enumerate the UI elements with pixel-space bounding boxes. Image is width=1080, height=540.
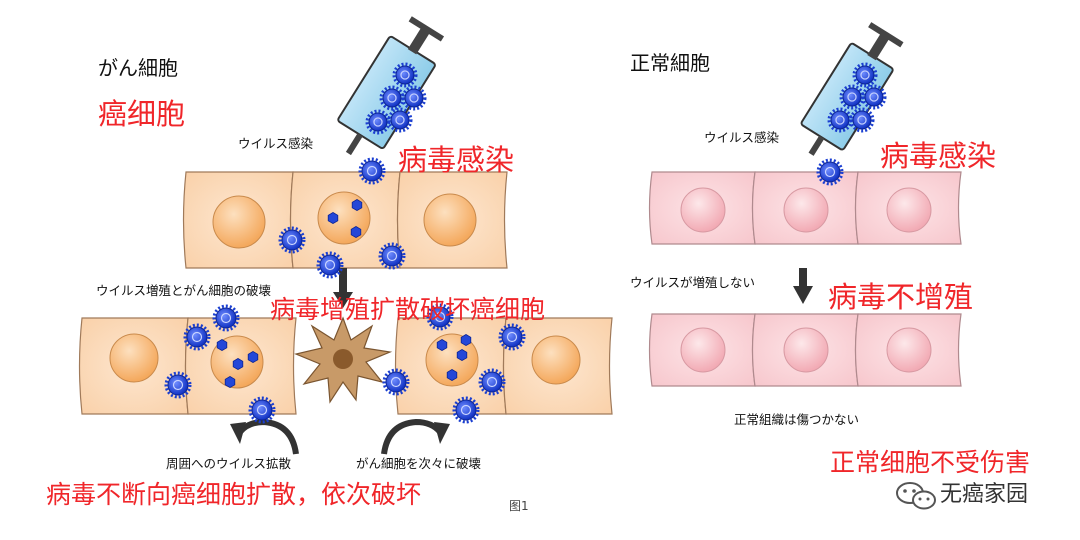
wechat-logo-icon bbox=[896, 482, 936, 510]
spread-label-jp: 周囲へのウイルス拡散 bbox=[166, 456, 292, 471]
virus-particle-icon bbox=[816, 158, 844, 186]
normal-cell bbox=[648, 171, 756, 245]
virus-particle-icon bbox=[852, 62, 878, 88]
cancer-cells-top-row bbox=[182, 171, 508, 269]
virus-particle-icon bbox=[401, 85, 427, 111]
normal-cell bbox=[648, 313, 756, 387]
cancer-cell bbox=[78, 317, 189, 415]
virus-particle-icon bbox=[351, 199, 363, 211]
normal-cells-top-row bbox=[648, 171, 962, 245]
virus-particle-icon bbox=[378, 242, 406, 270]
normal-infection-label-cn: 病毒感染 bbox=[880, 139, 997, 173]
virus-particle-icon bbox=[316, 251, 344, 279]
cancer-cell-title-jp: がん細胞 bbox=[98, 56, 178, 80]
no-proliferation-label-cn: 病毒不增殖 bbox=[828, 280, 974, 314]
virus-particle-icon bbox=[498, 323, 526, 351]
virus-particle-icon bbox=[849, 107, 875, 133]
normal-cell bbox=[751, 313, 859, 387]
normal-cell bbox=[751, 171, 859, 245]
no-proliferation-label-jp: ウイルスが増殖しない bbox=[630, 275, 756, 290]
virus-particle-icon bbox=[248, 396, 276, 424]
virus-particle-icon bbox=[379, 85, 405, 111]
curved-arrow-icon bbox=[230, 418, 299, 455]
destroy-label-jp: がん細胞を次々に破壊 bbox=[356, 456, 482, 471]
cancer-cell bbox=[182, 171, 294, 269]
down-arrow-icon bbox=[333, 268, 353, 308]
virus-particle-icon bbox=[327, 212, 339, 224]
virus-particle-icon bbox=[216, 339, 228, 351]
virus-particle-icon bbox=[861, 84, 887, 110]
virus-particle-icon bbox=[164, 371, 192, 399]
down-arrow-icon bbox=[793, 268, 813, 304]
virus-particle-icon bbox=[436, 339, 448, 351]
virus-particle-icon bbox=[358, 157, 386, 185]
virus-infection-label-cn: 病毒感染 bbox=[398, 143, 515, 177]
virus-particle-icon bbox=[827, 107, 853, 133]
virus-particle-icon bbox=[212, 304, 240, 332]
virus-particle-icon bbox=[232, 358, 244, 370]
normal-cell bbox=[854, 313, 962, 387]
watermark-text: 无癌家园 bbox=[940, 482, 1029, 507]
virus-infection-label-jp: ウイルス感染 bbox=[238, 136, 314, 151]
virus-particle-icon bbox=[350, 226, 362, 238]
virus-particle-icon bbox=[426, 303, 454, 331]
virus-particle-icon bbox=[247, 351, 259, 363]
virus-particle-icon bbox=[224, 376, 236, 388]
virus-particle-icon bbox=[839, 84, 865, 110]
bottom-summary-cn: 病毒不断向癌细胞扩散，依次破坏 bbox=[46, 480, 422, 509]
cancer-cell bbox=[502, 317, 613, 415]
unharmed-label-cn: 正常细胞不受伤害 bbox=[830, 448, 1031, 477]
curved-arrow-icon bbox=[381, 418, 450, 455]
normal-infection-label-jp: ウイルス感染 bbox=[704, 130, 780, 145]
virus-particle-icon bbox=[382, 368, 410, 396]
virus-particle-icon bbox=[446, 369, 458, 381]
normal-cells-bottom-row bbox=[648, 313, 962, 387]
virus-particle-icon bbox=[456, 349, 468, 361]
virus-particle-icon bbox=[452, 396, 480, 424]
virus-particle-icon bbox=[478, 368, 506, 396]
virus-particle-icon bbox=[392, 62, 418, 88]
virus-particle-icon bbox=[460, 334, 472, 346]
virus-particle-icon bbox=[183, 323, 211, 351]
figure-label: 图1 bbox=[509, 499, 529, 513]
proliferation-label-cn: 病毒增殖扩散破坏癌细胞 bbox=[270, 295, 546, 324]
cancer-cell bbox=[396, 171, 508, 269]
cell-burst-icon bbox=[294, 316, 393, 404]
cancer-cell-title-cn: 癌细胞 bbox=[98, 97, 186, 131]
virus-particle-icon bbox=[387, 107, 413, 133]
normal-cell bbox=[854, 171, 962, 245]
unharmed-label-jp: 正常組織は傷つかない bbox=[734, 412, 860, 427]
proliferation-label-jp: ウイルス増殖とがん細胞の破壊 bbox=[96, 283, 272, 298]
normal-cell-title-jp: 正常細胞 bbox=[630, 51, 710, 75]
virus-particles bbox=[164, 62, 887, 424]
cancer-cell-infected bbox=[394, 317, 507, 415]
virus-particle-icon bbox=[278, 226, 306, 254]
